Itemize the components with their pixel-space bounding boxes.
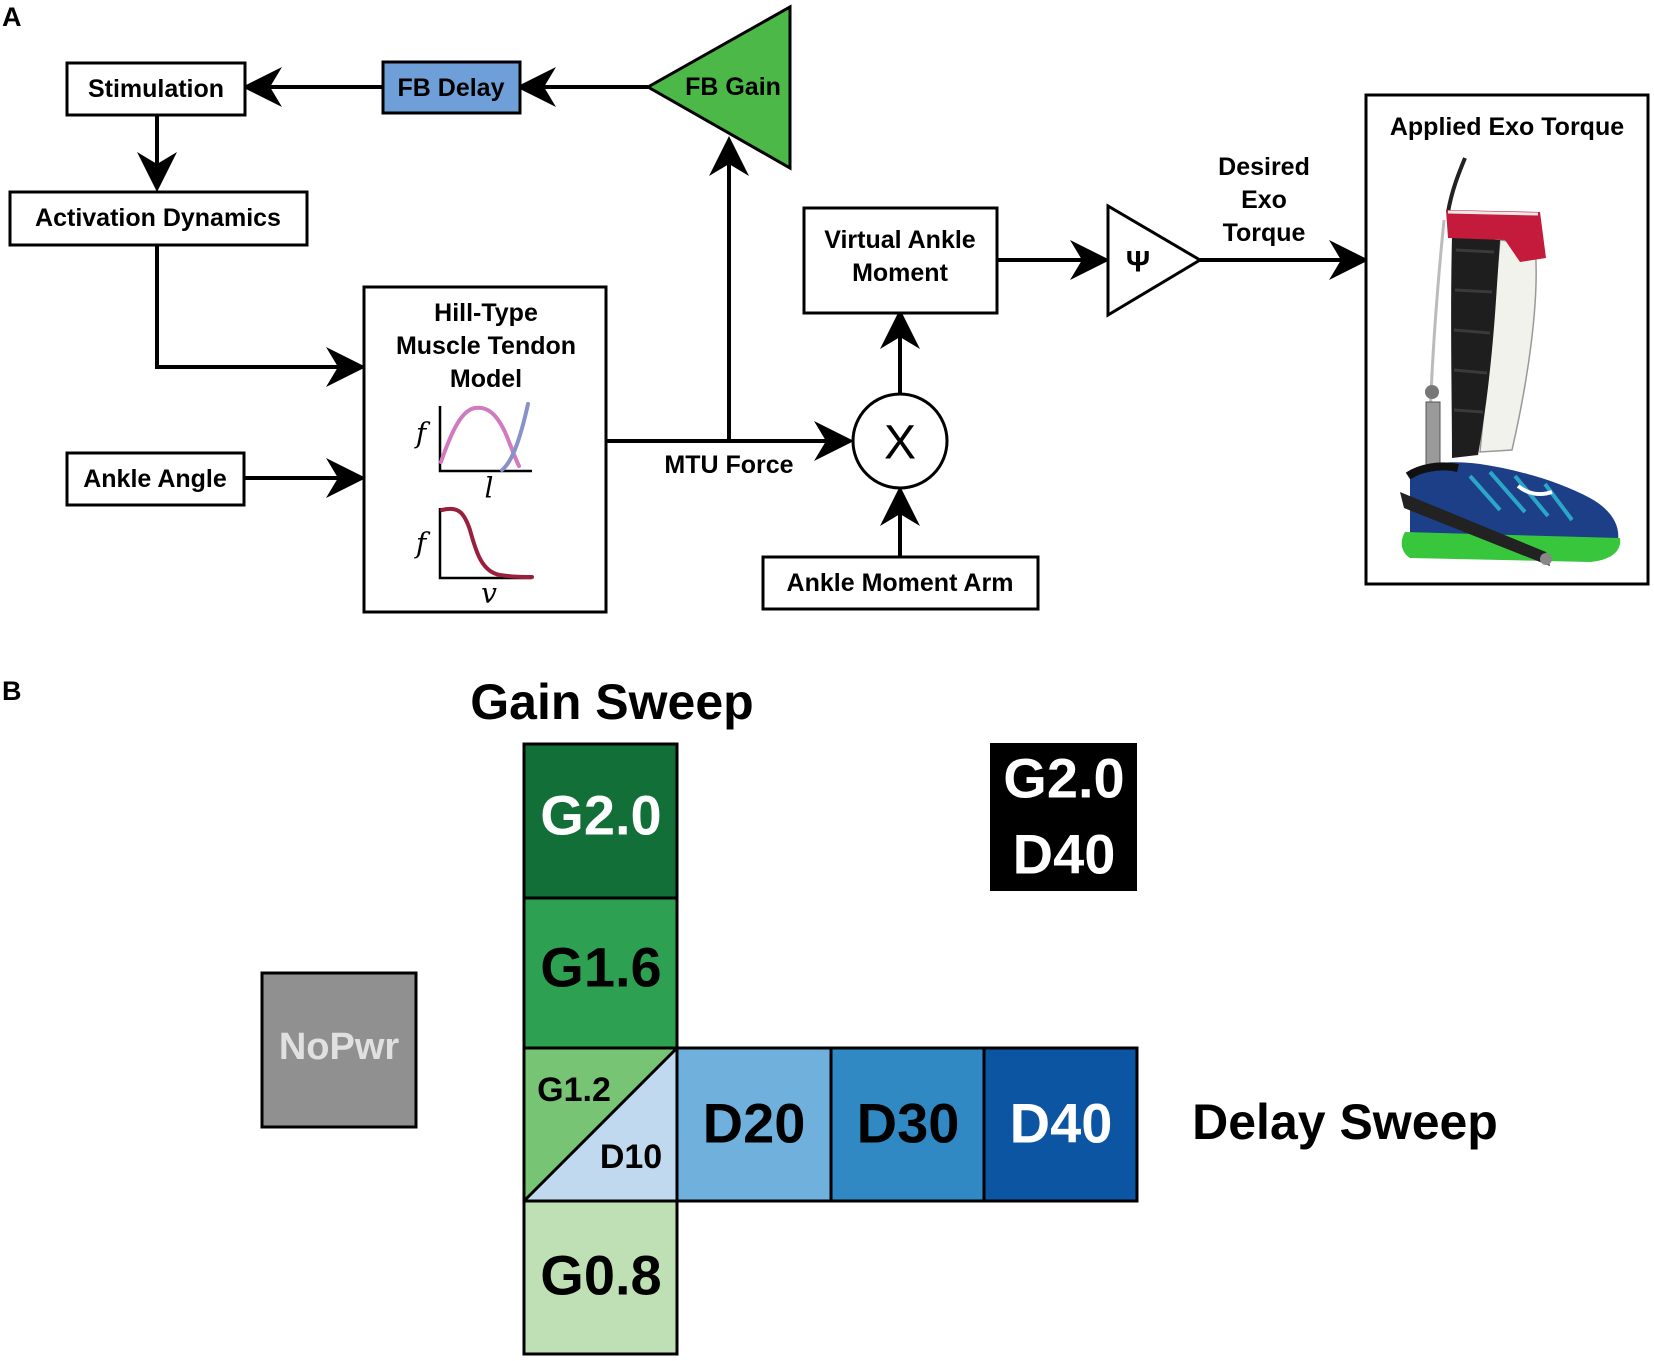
virtual-ankle-moment-line-1: Virtual Ankle [824,226,976,254]
fb-delay-label: FB Delay [398,74,505,102]
panel-a-letter: A [2,2,22,32]
activation-dynamics-block: Activation Dynamics [8,190,309,247]
panel-b-letter: B [2,676,22,706]
applied-exo-torque-panel: Applied Exo Torque [1364,93,1650,586]
fb-delay-block: FB Delay [381,60,522,115]
desired-exo-torque-line-1: Desired [1218,153,1310,181]
hill-model-line-3: Model [450,365,522,393]
g16-cell [522,896,679,1050]
activation-dynamics-label: Activation Dynamics [35,204,281,232]
exoskeleton-image [1400,157,1621,566]
g20-label: G2.0 [540,784,661,847]
gain-sweep-title: Gain Sweep [470,674,753,730]
g16-label: G1.6 [540,936,661,999]
gain-sweep-column: G2.0 G1.6 G1.2 D10 G0.8 [522,742,679,1356]
arrow-activation-to-hill [155,246,366,387]
combo-line-1: G2.0 [1003,747,1124,810]
fb-gain-block: FB Gain [644,4,792,171]
desired-exo-torque-line-3: Torque [1223,219,1306,247]
combo-cell: G2.0 D40 [990,743,1137,891]
fb-gain-label: FB Gain [685,73,781,101]
d40-label: D40 [1010,1092,1113,1155]
d40-cell [982,1046,1139,1203]
stimulation-block: Stimulation [65,61,247,117]
delay-sweep-row: D20 D30 D40 [675,1046,1139,1203]
d10-label: D10 [600,1138,662,1176]
d30-label: D30 [857,1092,960,1155]
nopwr-label: NoPwr [279,1026,400,1068]
g12-label: G1.2 [537,1071,611,1109]
d20-label: D20 [703,1092,806,1155]
combo-line-2: D40 [1013,823,1116,886]
force-length-x-label: l [485,472,494,505]
delay-sweep-title: Delay Sweep [1192,1094,1498,1150]
psi-symbol: Ψ [1126,246,1150,279]
ankle-moment-arm-label: Ankle Moment Arm [787,569,1014,597]
virtual-ankle-moment-block: Virtual Ankle Moment [802,206,999,315]
multiply-symbol: X [884,417,916,470]
g12-d10-split-cell: G1.2 D10 [522,1046,679,1203]
force-velocity-x-label: v [481,577,497,610]
d20-cell [675,1046,833,1203]
applied-exo-torque-label: Applied Exo Torque [1390,113,1624,141]
ankle-angle-label: Ankle Angle [83,465,227,493]
stimulation-label: Stimulation [88,75,224,103]
ankle-angle-block: Ankle Angle [65,451,246,507]
connectors [137,67,1369,556]
g08-cell [522,1199,679,1356]
ankle-moment-arm-block: Ankle Moment Arm [761,555,1040,611]
mtu-force-label: MTU Force [664,451,793,479]
hill-model-line-1: Hill-Type [434,299,538,327]
g08-label: G0.8 [540,1244,661,1307]
hill-model-line-2: Muscle Tendon [396,332,576,360]
psi-block: Ψ [1106,203,1203,318]
multiply-node: X [851,392,949,490]
hill-model-block: Hill-Type Muscle Tendon Model f l f v [362,285,608,614]
nopwr-cell: NoPwr [260,971,418,1129]
virtual-ankle-moment-line-2: Moment [852,259,949,287]
desired-exo-torque-line-2: Exo [1241,186,1287,214]
